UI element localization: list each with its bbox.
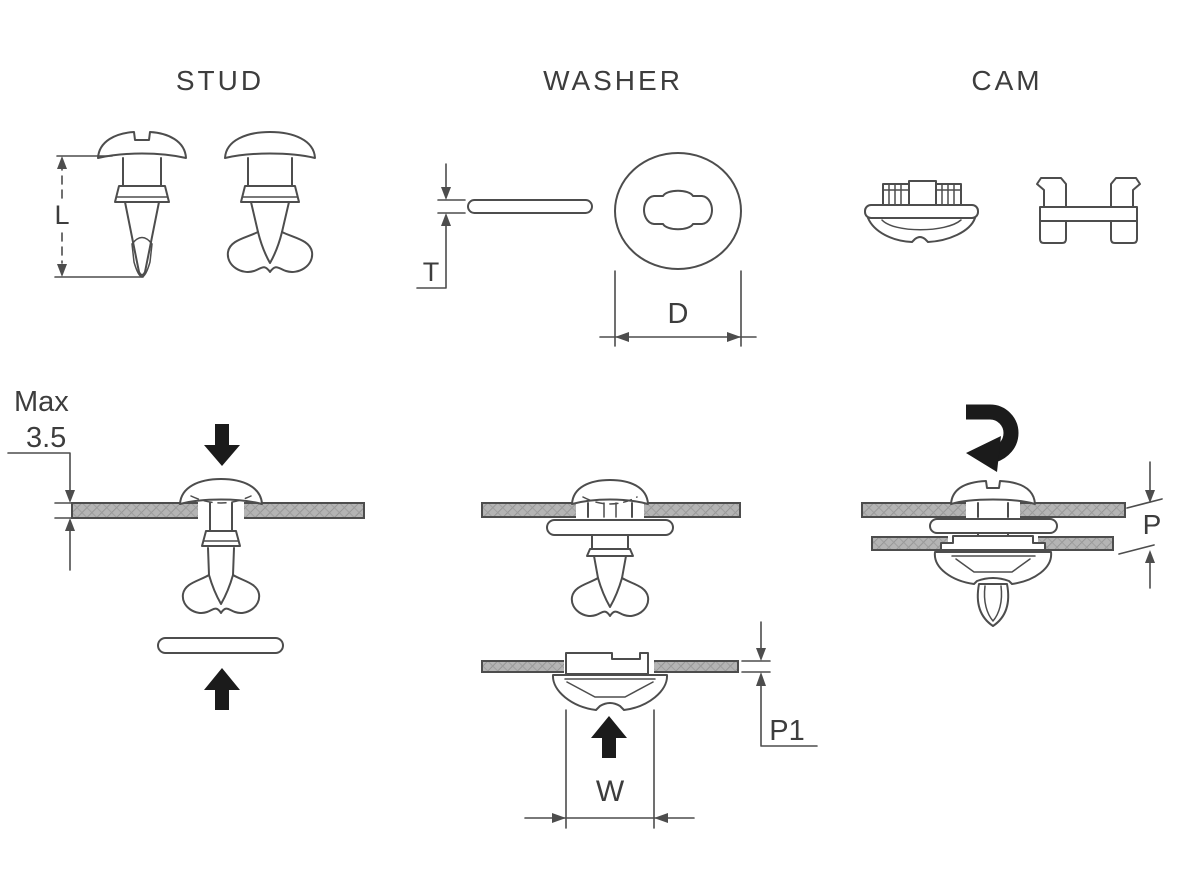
stud-with-washer-seated: [546, 479, 674, 617]
washer-loose: [157, 637, 284, 654]
press-up-arrow-icon: [591, 716, 627, 758]
max-panel-thickness-dimension: Max 3.5: [7, 386, 81, 571]
dim-P-label: P: [1143, 509, 1162, 540]
washer-side-view: [467, 199, 593, 214]
dim-T-label: T: [423, 257, 440, 287]
cam-on-panel: [551, 652, 669, 711]
rotate-clockwise-arrow-icon: [966, 404, 1019, 472]
grip-length-dimension: P: [1118, 461, 1163, 589]
washer-thickness-dimension: T: [416, 163, 466, 289]
washer-title-label: WASHER: [543, 65, 683, 96]
locked-assembly-figure: P: [861, 404, 1163, 627]
dim-L-label: L: [54, 200, 69, 230]
washer-installed: [929, 518, 1058, 534]
stud-section: STUD L: [54, 65, 316, 278]
stud-front-view: [224, 131, 316, 273]
max-label-line2: 3.5: [26, 422, 66, 454]
stud-title-label: STUD: [176, 65, 264, 96]
washer-section: WASHER T D: [416, 65, 757, 347]
stud-side-view: [97, 131, 187, 278]
stud-head-slotted: [950, 480, 1036, 505]
cam-top-view: [864, 180, 979, 243]
washer-diameter-dimension: D: [599, 270, 757, 347]
stud-length-dimension: L: [54, 155, 144, 278]
cam-width-dimension: W: [524, 709, 695, 829]
dim-P1-label: P1: [769, 715, 804, 747]
dim-D-label: D: [668, 298, 689, 330]
cam-locked: [933, 535, 1053, 627]
dim-W-label: W: [596, 775, 625, 808]
stud-insert-figure: Max 3.5: [7, 386, 365, 710]
cam-section: CAM: [864, 65, 1141, 244]
washer-cam-assembly-figure: P1 W: [481, 479, 818, 829]
insert-down-arrow-icon: [204, 424, 240, 466]
panel-thickness-dimension: P1: [741, 621, 818, 747]
max-label-line1: Max: [14, 386, 69, 418]
cam-side-view: [1036, 177, 1141, 244]
cam-title-label: CAM: [971, 65, 1042, 96]
washer-top-view: [614, 152, 742, 270]
insert-up-arrow-icon: [204, 668, 240, 710]
stud-through-panel: [179, 478, 263, 614]
